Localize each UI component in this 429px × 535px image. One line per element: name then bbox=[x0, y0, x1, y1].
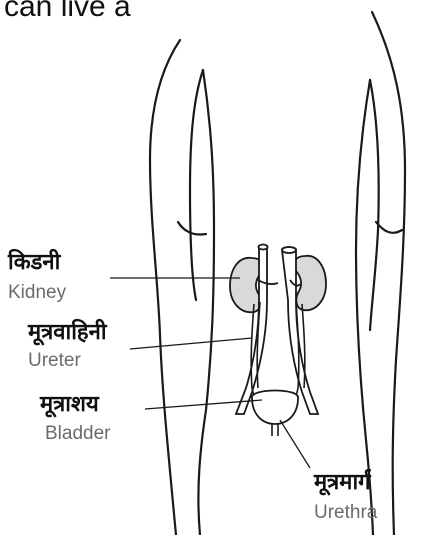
right-arm-outer bbox=[372, 12, 405, 535]
right-elbow-mark bbox=[376, 222, 402, 233]
left-arm-outer bbox=[150, 40, 180, 535]
left-elbow-mark bbox=[178, 222, 206, 235]
left-arm-inner bbox=[190, 70, 203, 300]
right-arm-inner bbox=[370, 80, 379, 330]
urethra-label-hindi: मूत्रमार्ग bbox=[314, 472, 371, 494]
ureter-label-english: Ureter bbox=[28, 351, 81, 370]
bladder-label-english: Bladder bbox=[45, 424, 111, 443]
aorta-top bbox=[282, 247, 296, 253]
vena-cava-top bbox=[259, 245, 268, 250]
kidney-label-english: Kidney bbox=[8, 283, 66, 302]
urethra-leader bbox=[280, 420, 310, 468]
ureter-label-hindi: मूत्रवाहिनी bbox=[28, 322, 107, 344]
right-kidney bbox=[293, 256, 326, 310]
bladder bbox=[252, 391, 298, 425]
right-torso bbox=[356, 80, 373, 535]
ureter-leader bbox=[130, 338, 252, 349]
bladder-label-hindi: मूत्राशय bbox=[40, 394, 99, 416]
left-torso bbox=[198, 70, 214, 535]
urethra-label-english: Urethra bbox=[314, 503, 377, 522]
kidney-label-hindi: किडनी bbox=[8, 252, 60, 274]
body-outline bbox=[150, 12, 405, 535]
urethra bbox=[272, 424, 278, 436]
